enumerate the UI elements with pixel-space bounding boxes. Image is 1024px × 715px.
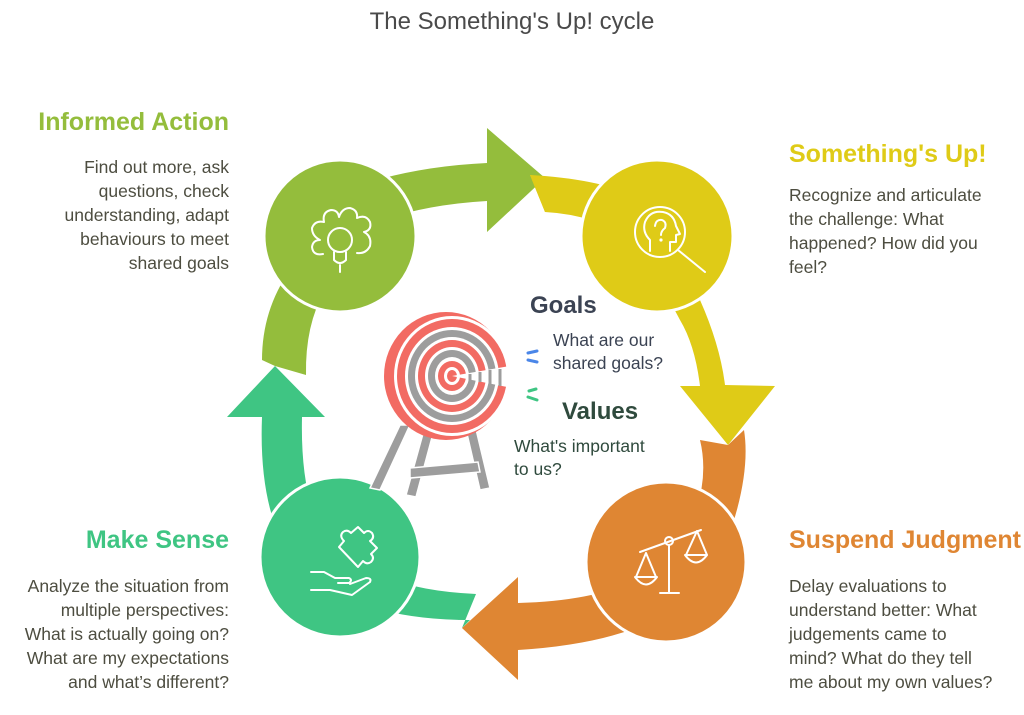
archery-target-icon bbox=[368, 312, 512, 498]
gear-lightbulb-icon bbox=[311, 207, 372, 273]
hand-puzzle-icon bbox=[310, 526, 378, 596]
stage-desc-informed-action: Find out more, ask questions, check unde… bbox=[64, 157, 229, 273]
stage-title-suspend-judgment: Suspend Judgment bbox=[789, 526, 1021, 554]
values-title: Values bbox=[562, 398, 639, 425]
stage-circle-suspend-judgment[interactable] bbox=[584, 480, 748, 644]
stage-desc-suspend-judgment: Delay evaluations to understand better: … bbox=[789, 576, 993, 692]
goals-accent-mark bbox=[526, 349, 539, 364]
stage-title-informed-action: Informed Action bbox=[38, 108, 229, 136]
head-question-magnifier-icon bbox=[634, 206, 706, 273]
stage-circle-somethings-up[interactable] bbox=[579, 158, 735, 314]
stage-circle-make-sense[interactable] bbox=[258, 475, 422, 639]
stage-desc-somethings-up: Recognize and articulate the challenge: … bbox=[789, 185, 982, 277]
stage-circle-informed-action[interactable] bbox=[262, 158, 418, 314]
stage-desc-make-sense: Analyze the situation from multiple pers… bbox=[24, 576, 229, 692]
balance-scale-icon bbox=[634, 529, 708, 594]
values-text: What's important to us? bbox=[514, 436, 645, 479]
goals-text: What are our shared goals? bbox=[553, 330, 663, 373]
arrow-make-sense-to-informed bbox=[227, 366, 476, 628]
stage-title-make-sense: Make Sense bbox=[85, 526, 229, 554]
arrow-suspend-to-make-sense bbox=[462, 430, 746, 680]
diagram-title: The Something's Up! cycle bbox=[369, 8, 655, 35]
arrow-somethings-up-to-suspend bbox=[530, 175, 775, 445]
values-accent-mark bbox=[526, 387, 539, 402]
goals-title: Goals bbox=[530, 292, 597, 319]
stage-title-somethings-up: Something's Up! bbox=[789, 140, 987, 168]
